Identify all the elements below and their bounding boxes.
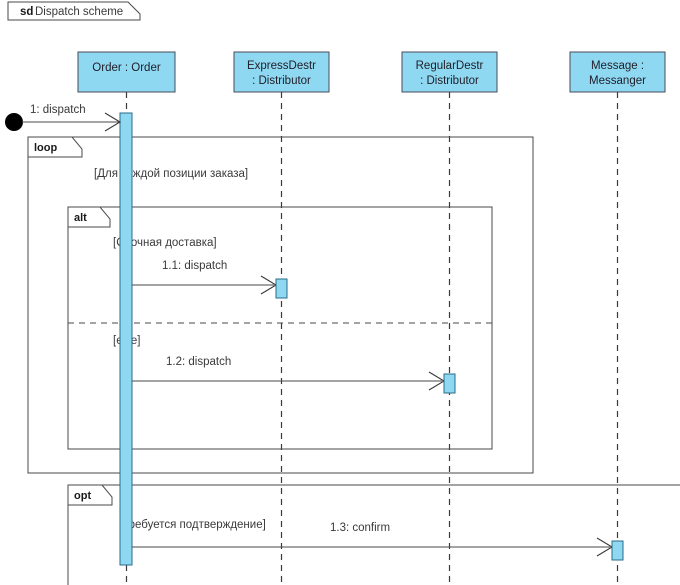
lifeline-label-expressdestr-line1: ExpressDestr	[247, 60, 316, 72]
fragment-loop-guard: [Для каждой позиции заказа]	[94, 168, 248, 180]
activation-bar-regulardestr[interactable]	[443, 373, 456, 394]
lifeline-label-message-line1: Message :	[591, 60, 644, 72]
lifeline-label-message-line2: Messanger	[589, 75, 646, 87]
fragment-opt-frame[interactable]	[67, 484, 680, 585]
activation-bar-expressdestr[interactable]	[275, 278, 288, 299]
message-1-3-confirm[interactable]: 1.3: confirm	[132, 522, 624, 561]
fragment-loop-operator: loop	[34, 142, 57, 154]
found-message-dot	[5, 113, 23, 131]
fragment-alt-tab-shape	[67, 206, 111, 228]
message-1-2-label: 1.2: dispatch	[166, 356, 231, 368]
diagram-header-tab-shape	[7, 1, 141, 21]
fragment-alt-frame[interactable]	[67, 206, 493, 450]
lifeline-label-order-line1: Order : Order	[92, 62, 161, 74]
fragment-loop[interactable]: loop [Для каждой позиции заказа]	[27, 136, 534, 474]
message-1-dispatch[interactable]: 1: dispatch	[5, 104, 122, 132]
fragment-opt[interactable]: opt [Требуется подтверждение]	[67, 484, 680, 585]
lifeline-label-expressdestr-line2: : Distributor	[252, 75, 311, 87]
message-1-label: 1: dispatch	[30, 104, 86, 116]
lifeline-box-order[interactable]	[77, 51, 176, 93]
fragment-loop-tab-shape	[27, 136, 83, 158]
diagram-frame-header: sd Dispatch scheme	[7, 1, 141, 21]
activation-bar-message[interactable]	[611, 540, 624, 561]
message-1-1-dispatch[interactable]: 1.1: dispatch	[132, 260, 288, 299]
fragment-loop-frame[interactable]	[27, 136, 534, 474]
message-1-1-label: 1.1: dispatch	[162, 260, 227, 272]
lifeline-box-regulardestr[interactable]	[401, 51, 498, 93]
message-1-arrowhead	[104, 112, 122, 132]
lifeline-label-regulardestr-line1: RegularDestr	[416, 60, 484, 72]
fragment-opt-tab-shape	[67, 484, 113, 506]
fragment-opt-guard: [Требуется подтверждение]	[119, 519, 266, 531]
fragment-alt-operator: alt	[74, 212, 87, 224]
lifeline-label-regulardestr-line2: : Distributor	[420, 75, 479, 87]
activation-bar-order[interactable]	[119, 112, 133, 566]
message-1-2-dispatch[interactable]: 1.2: dispatch	[132, 356, 456, 394]
lifeline-message[interactable]: Message : Messanger	[569, 51, 666, 585]
diagram-title: Dispatch scheme	[35, 6, 123, 18]
fragment-alt-guard-first: [Срочная доставка]	[113, 237, 217, 249]
diagram-keyword: sd	[20, 6, 33, 18]
lifeline-expressdestr[interactable]: ExpressDestr : Distributor	[233, 51, 330, 585]
lifeline-regulardestr[interactable]: RegularDestr : Distributor	[401, 51, 498, 585]
message-1-3-label: 1.3: confirm	[330, 522, 390, 534]
fragment-opt-operator: opt	[74, 490, 91, 502]
